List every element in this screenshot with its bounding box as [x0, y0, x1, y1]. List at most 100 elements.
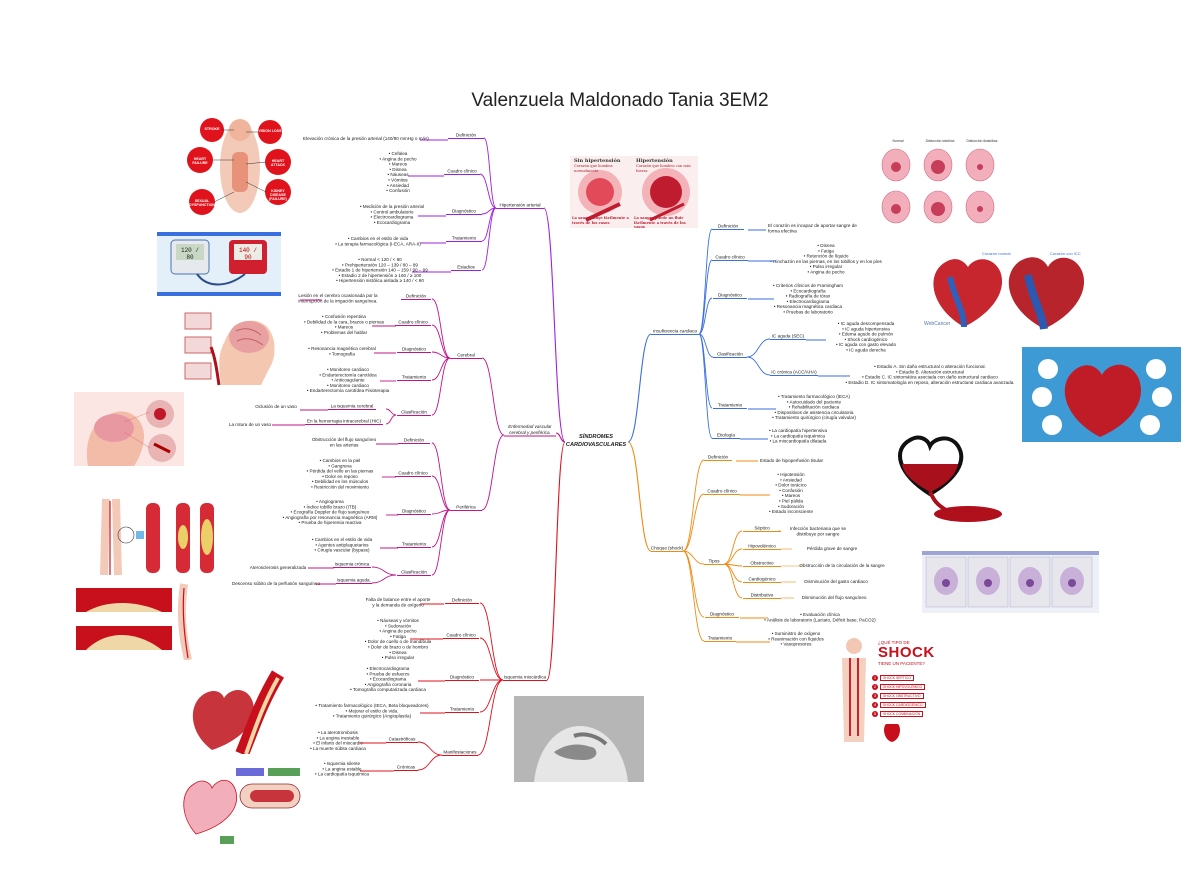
node-label: Clasificación — [717, 352, 743, 357]
branch-connector — [682, 550, 705, 618]
heart-causes-image — [1022, 347, 1181, 442]
number-badge-icon: 4 — [872, 701, 878, 708]
node-text: • Dolor de brazo o de hombro — [368, 645, 429, 650]
node-text: • Debilidad de la cara, brazos o piernas — [304, 319, 385, 324]
node-text: • Estadio A. Sin daño estructural o alte… — [874, 364, 986, 369]
node-text: • Cirugía vascular (bypass) — [315, 548, 370, 553]
node-label: La isquemia cerebral — [331, 404, 374, 409]
node-label: Tratamiento — [402, 375, 427, 380]
chest-pain-photo — [514, 696, 644, 782]
branch-connector — [698, 259, 713, 335]
shock-types-chart-image — [922, 551, 1099, 613]
node-text: Infección bacteriana que se — [790, 526, 847, 531]
branch-connector — [479, 637, 504, 681]
branch-enfermedad-vascular: Enfermedad vascular — [508, 424, 552, 429]
shock-type-label: SHOCK SÉPTICO — [880, 674, 914, 681]
node-text: • Radiografía de tórax — [786, 294, 831, 299]
branch-connector — [481, 357, 505, 436]
node-label: Definición — [718, 224, 739, 229]
node-label: Definición — [452, 598, 473, 603]
node-text: • Pulso irregular — [810, 264, 843, 269]
branch-connector — [682, 459, 705, 552]
node-text: • La angina inestable — [317, 735, 360, 740]
node-text: • Endarterectomía carotídea Fisioterapia — [307, 388, 390, 393]
node-text: • Ecocardiograma — [370, 677, 407, 682]
node-label: Cuadro clínico — [707, 489, 737, 494]
number-badge-icon: 3 — [872, 692, 878, 699]
node-label: Cardiogénico — [748, 577, 776, 582]
branch-connector — [431, 357, 451, 416]
node-text: • Mareos — [335, 325, 354, 330]
node-text: • Monitoreo cardiaco — [327, 367, 369, 372]
node-text: • Dolor de cuello o de mandíbula — [365, 639, 432, 644]
node-text: • Retención de líquido — [804, 254, 849, 259]
branch-connector — [479, 173, 497, 209]
branch-connector — [431, 442, 451, 511]
node-text: La rotura de un vaso — [229, 422, 272, 427]
node-text: • Cambios en el estilo de vida — [312, 537, 373, 542]
branch-connector — [431, 357, 451, 381]
page-title: Valenzuela Maldonado Tania 3EM2 — [471, 90, 769, 111]
node-text: distribuye por sangre — [797, 531, 840, 536]
node-label: Clasificación — [401, 570, 427, 575]
node-label: Cuadro clínico — [715, 255, 745, 260]
node-text: • Suministro de oxígeno — [772, 631, 821, 636]
node-text: Pérdida grave de sangre — [807, 546, 858, 551]
brain-ischemia-image — [74, 392, 184, 466]
node-text: • Estadio C. IC sintomática asociada con… — [862, 375, 998, 380]
branch-connector — [723, 530, 743, 565]
node-text: • Gangrena — [328, 463, 352, 468]
branch-connector — [479, 602, 504, 681]
node-text: • Mejorar el estilo de vida. — [346, 708, 399, 713]
node-text: • Ansiedad — [780, 477, 802, 482]
node-text: • La cardiopatía isquémica — [315, 772, 369, 777]
node-text: • Normal < 120 / < 80 — [358, 257, 402, 262]
node-label: Estadios — [457, 265, 475, 270]
branch-connector — [698, 333, 714, 358]
stroke-brain-image — [181, 307, 281, 387]
comparison-title: Hipertensión — [636, 158, 673, 164]
node-text: • Resonancia magnética cerebral — [308, 346, 376, 351]
node-text: • Dolor en reposo — [322, 474, 358, 479]
node-label: Diagnóstico — [402, 509, 426, 514]
shock-type-label: SHOCK CARDIOGÉNICO — [880, 701, 926, 708]
node-text: • IC aguda hipertensiva — [842, 326, 890, 331]
node-text: • Confusión — [386, 188, 410, 193]
node-label: Cerebral — [457, 353, 475, 358]
branch-connector — [723, 563, 743, 599]
branch-connector — [431, 324, 451, 359]
node-text: interrupción de la irrigación sanguínea. — [298, 298, 377, 303]
node-label: Manifestaciones — [443, 750, 477, 755]
node-text: • Hinchazón en las piernas, en los tobil… — [770, 259, 882, 264]
node-label: Hipovolémico — [748, 544, 776, 549]
node-text: • Autocuidado del paciente — [787, 399, 842, 404]
node-text: Disminución del flujo sanguíneo — [802, 595, 867, 600]
node-text: • Ecocardiograma — [374, 220, 411, 225]
node-text: • Prueba de hiperemia reactiva — [299, 520, 362, 525]
node-text: • El infarto del miocardio — [313, 741, 363, 746]
bp-readout-normal: 120 / 80 — [180, 247, 199, 261]
comparison-title: Sin hipertensión — [574, 158, 621, 164]
atherosclerosis-artery-image — [76, 582, 200, 660]
branch-connector — [682, 550, 705, 642]
branch-connector — [431, 509, 451, 576]
node-label: Definición — [406, 294, 427, 299]
branch-connector — [371, 566, 397, 576]
branch-connector — [431, 509, 451, 515]
node-label: Tratamiento — [402, 542, 427, 547]
number-badge-icon: 5 — [872, 710, 878, 717]
node-text: • IC aguda con gasto elevado — [836, 342, 897, 347]
branch-connector — [431, 351, 451, 359]
node-text: • Sudoración — [778, 504, 805, 509]
node-text: • Piel pálida — [779, 499, 804, 504]
heart-comparison-label: Corazón con ICC — [1050, 251, 1081, 256]
center-title: CARDIOVASCULARES — [566, 442, 626, 448]
branch-connector — [555, 432, 566, 443]
node-text: • Angiograma — [316, 499, 344, 504]
node-text: • Electrocardiograma — [371, 215, 414, 220]
node-text: • Ansiedad — [387, 183, 409, 188]
